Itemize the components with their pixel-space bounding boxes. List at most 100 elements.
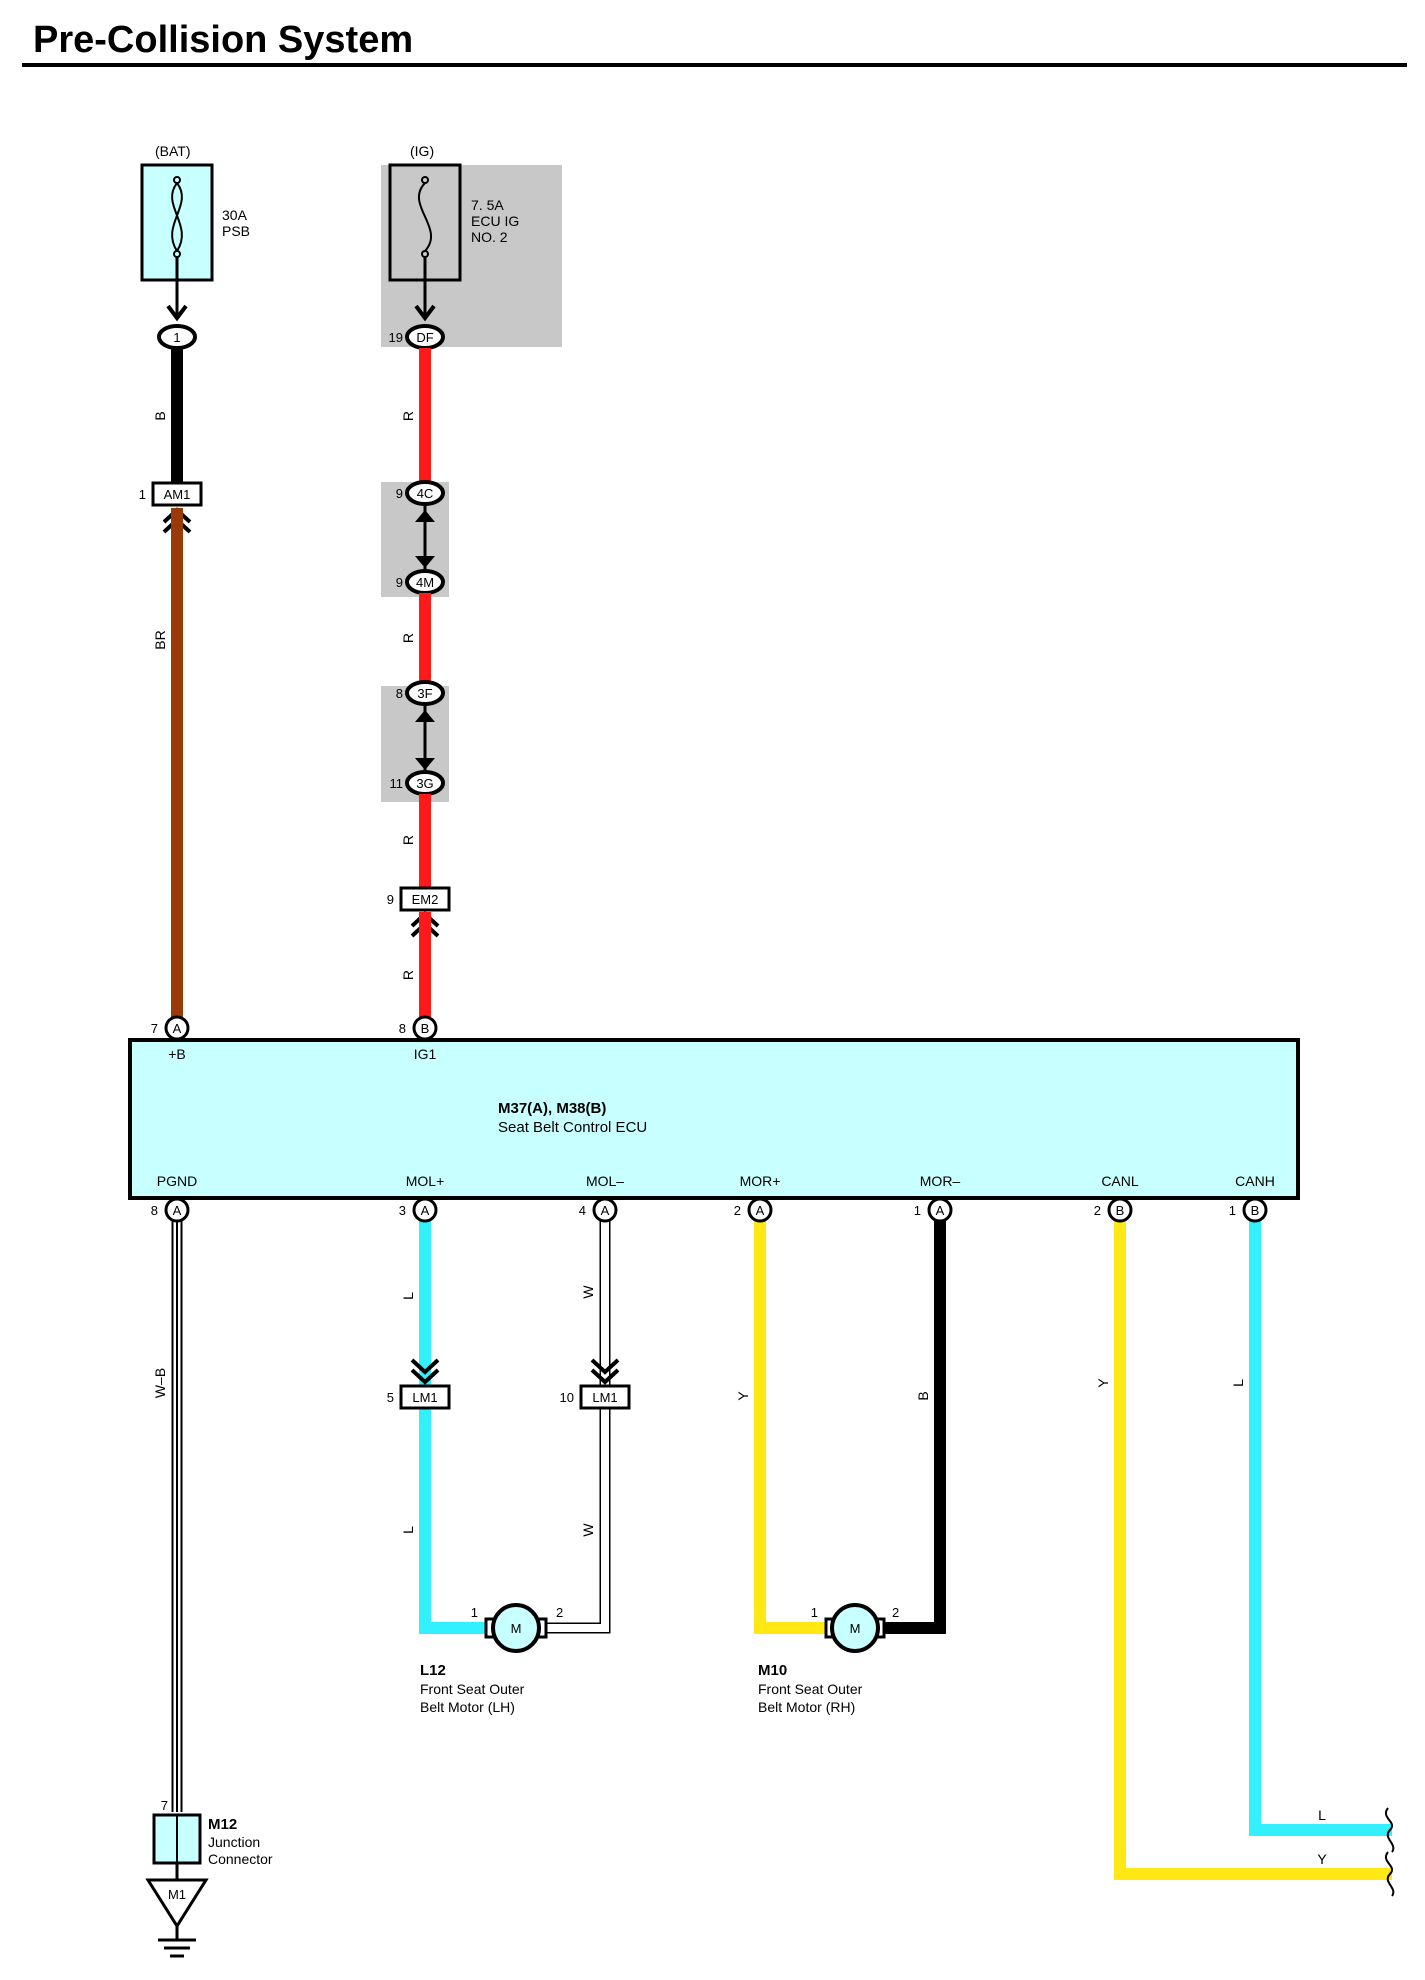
- psb-fuse-amp: 30A: [222, 207, 248, 223]
- ecu-pin-pgnd-num: 8: [151, 1203, 158, 1218]
- junction-3f-3g-arrows-icon: [415, 710, 435, 770]
- ecu-ig-fuse-name1: ECU IG: [471, 213, 519, 229]
- motor-lh-code: L12: [420, 1662, 446, 1679]
- break-mark-canl-icon: [1385, 1851, 1395, 1897]
- ecu-pin-mor-plus: A 2 MOR+: [734, 1173, 781, 1223]
- connector-3f-pin: 8: [396, 686, 403, 701]
- ecu-pin-mor-minus-num: 1: [914, 1203, 921, 1218]
- connector-3f-code: 3F: [417, 686, 432, 701]
- wire-label-y-canl-end: Y: [1317, 1851, 1327, 1867]
- ecu-pin-ig1: B 8 IG1: [399, 1015, 438, 1062]
- ecu-pin-mor-minus-conn: A: [936, 1203, 945, 1218]
- wire-y-mor-plus: [754, 1220, 830, 1634]
- junction-line1: Junction: [208, 1834, 260, 1850]
- ecu-pin-mol-minus-name: MOL–: [586, 1173, 624, 1189]
- junction-code: M12: [208, 1816, 237, 1833]
- connector-4c: 4C 9: [396, 480, 445, 506]
- wire-label-y-canl: Y: [1095, 1378, 1111, 1388]
- ig-source-label: (IG): [410, 143, 434, 159]
- wire-label-l-canh-end: L: [1318, 1807, 1326, 1823]
- wire-label-l-1: L: [400, 1292, 416, 1300]
- lm1-pin5-arrow-icon: [410, 1358, 440, 1385]
- ecu-pin-pgnd-conn: A: [173, 1203, 182, 1218]
- wire-label-r-1: R: [400, 411, 416, 421]
- wire-label-w-b: W–B: [152, 1368, 168, 1398]
- connector-4m-pin: 9: [396, 575, 403, 590]
- ecu-ig-fuse-name2: NO. 2: [471, 229, 508, 245]
- connector-lm1-pin5-pin: 5: [387, 1390, 394, 1405]
- ecu-pin-mol-plus-conn: A: [421, 1203, 430, 1218]
- motor-rh-icon: [830, 1603, 880, 1653]
- motor-rh-line2: Belt Motor (RH): [758, 1699, 855, 1715]
- wire-label-r-3: R: [400, 835, 416, 845]
- ecu-pin-plus-b-conn: A: [173, 1021, 182, 1036]
- ecu-pin-plus-b: A 7 +B: [151, 1015, 190, 1062]
- connector-am1-code: AM1: [164, 487, 191, 502]
- ecu-pin-pgnd-name: PGND: [157, 1173, 197, 1189]
- wire-y-canl: [1114, 1220, 1392, 1880]
- connector-df: DF 19: [389, 324, 445, 350]
- ecu-ig-fuse-amp: 7. 5A: [471, 197, 504, 213]
- connector-lm1-pin10-code: LM1: [592, 1390, 617, 1405]
- junction-4c-4m-arrows-icon: [415, 510, 435, 568]
- motor-lh-line1: Front Seat Outer: [420, 1681, 525, 1697]
- connector-3g: 3G 11: [390, 770, 445, 796]
- connector-3g-code: 3G: [416, 776, 433, 791]
- wire-label-w-1: W: [580, 1285, 596, 1299]
- connector-lm1-pin10-pin: 10: [560, 1390, 574, 1405]
- connector-1: 1: [157, 324, 197, 350]
- break-mark-canh-icon: [1385, 1807, 1395, 1853]
- ecu-pin-canl-conn: B: [1116, 1203, 1125, 1218]
- ecu-pin-mol-plus: A 3 MOL+: [399, 1173, 444, 1223]
- wire-label-w-2: W: [580, 1523, 596, 1537]
- connector-lm1-pin5: LM1 5: [387, 1384, 451, 1410]
- ecu-pin-ig1-num: 8: [399, 1021, 406, 1036]
- motor-rh-line1: Front Seat Outer: [758, 1681, 863, 1697]
- connector-em2: EM2 9: [387, 886, 451, 912]
- seat-belt-control-ecu: [128, 1038, 1300, 1200]
- psb-arrow-icon: [166, 304, 188, 322]
- motor-rh-symbol: M: [850, 1621, 861, 1636]
- connector-am1-pin: 1: [139, 487, 146, 502]
- wire-label-y-mor: Y: [735, 1391, 751, 1401]
- wire-label-r-4: R: [400, 970, 416, 980]
- connector-em2-pin: 9: [387, 892, 394, 907]
- bat-source-label: (BAT): [155, 143, 191, 159]
- ecu-pin-ig1-name: IG1: [414, 1046, 437, 1062]
- connector-1-code: 1: [173, 330, 180, 345]
- ecu-pin-mol-plus-num: 3: [399, 1203, 406, 1218]
- ecu-pin-mol-minus-conn: A: [601, 1203, 610, 1218]
- connector-am1: AM1 1: [139, 481, 203, 507]
- ecu-pin-mor-plus-name: MOR+: [740, 1173, 781, 1189]
- connector-4m: 4M 9: [396, 569, 445, 595]
- connector-df-code: DF: [416, 330, 433, 345]
- connector-lm1-pin10: LM1 10: [560, 1384, 631, 1410]
- ecu-ig-arrow-icon: [414, 304, 436, 322]
- motor-lh-icon: [491, 1603, 541, 1653]
- ecu-pin-plus-b-num: 7: [151, 1021, 158, 1036]
- motor-rh-code: M10: [758, 1662, 787, 1679]
- connector-4c-pin: 9: [396, 486, 403, 501]
- ecu-pin-mol-minus: A 4 MOL–: [579, 1173, 624, 1223]
- connector-3g-pin: 11: [390, 776, 404, 791]
- ecu-pin-canh-num: 1: [1229, 1203, 1236, 1218]
- ecu-desc: Seat Belt Control ECU: [498, 1119, 647, 1136]
- ecu-pin-mor-plus-num: 2: [734, 1203, 741, 1218]
- ecu-pin-plus-b-name: +B: [168, 1046, 186, 1062]
- ecu-pin-mor-minus: A 1 MOR–: [914, 1173, 961, 1223]
- motor-rh: M 1 2: [811, 1603, 899, 1653]
- motor-lh-line2: Belt Motor (LH): [420, 1699, 515, 1715]
- ecu-pin-mol-minus-num: 4: [579, 1203, 586, 1218]
- ecu-code: M37(A), M38(B): [498, 1100, 606, 1117]
- ecu-pin-mor-plus-conn: A: [756, 1203, 765, 1218]
- ecu-pin-canh-name: CANH: [1235, 1173, 1275, 1189]
- motor-rh-pin2: 2: [892, 1605, 899, 1620]
- junction-pin: 7: [161, 1798, 168, 1813]
- ecu-pin-canh-conn: B: [1251, 1203, 1260, 1218]
- ecu-pin-canl-num: 2: [1094, 1203, 1101, 1218]
- connector-4m-code: 4M: [416, 575, 434, 590]
- ecu-pin-mor-minus-name: MOR–: [920, 1173, 961, 1189]
- ecu-pin-ig1-conn: B: [421, 1021, 430, 1036]
- lm1-pin10-arrow-icon: [590, 1358, 620, 1385]
